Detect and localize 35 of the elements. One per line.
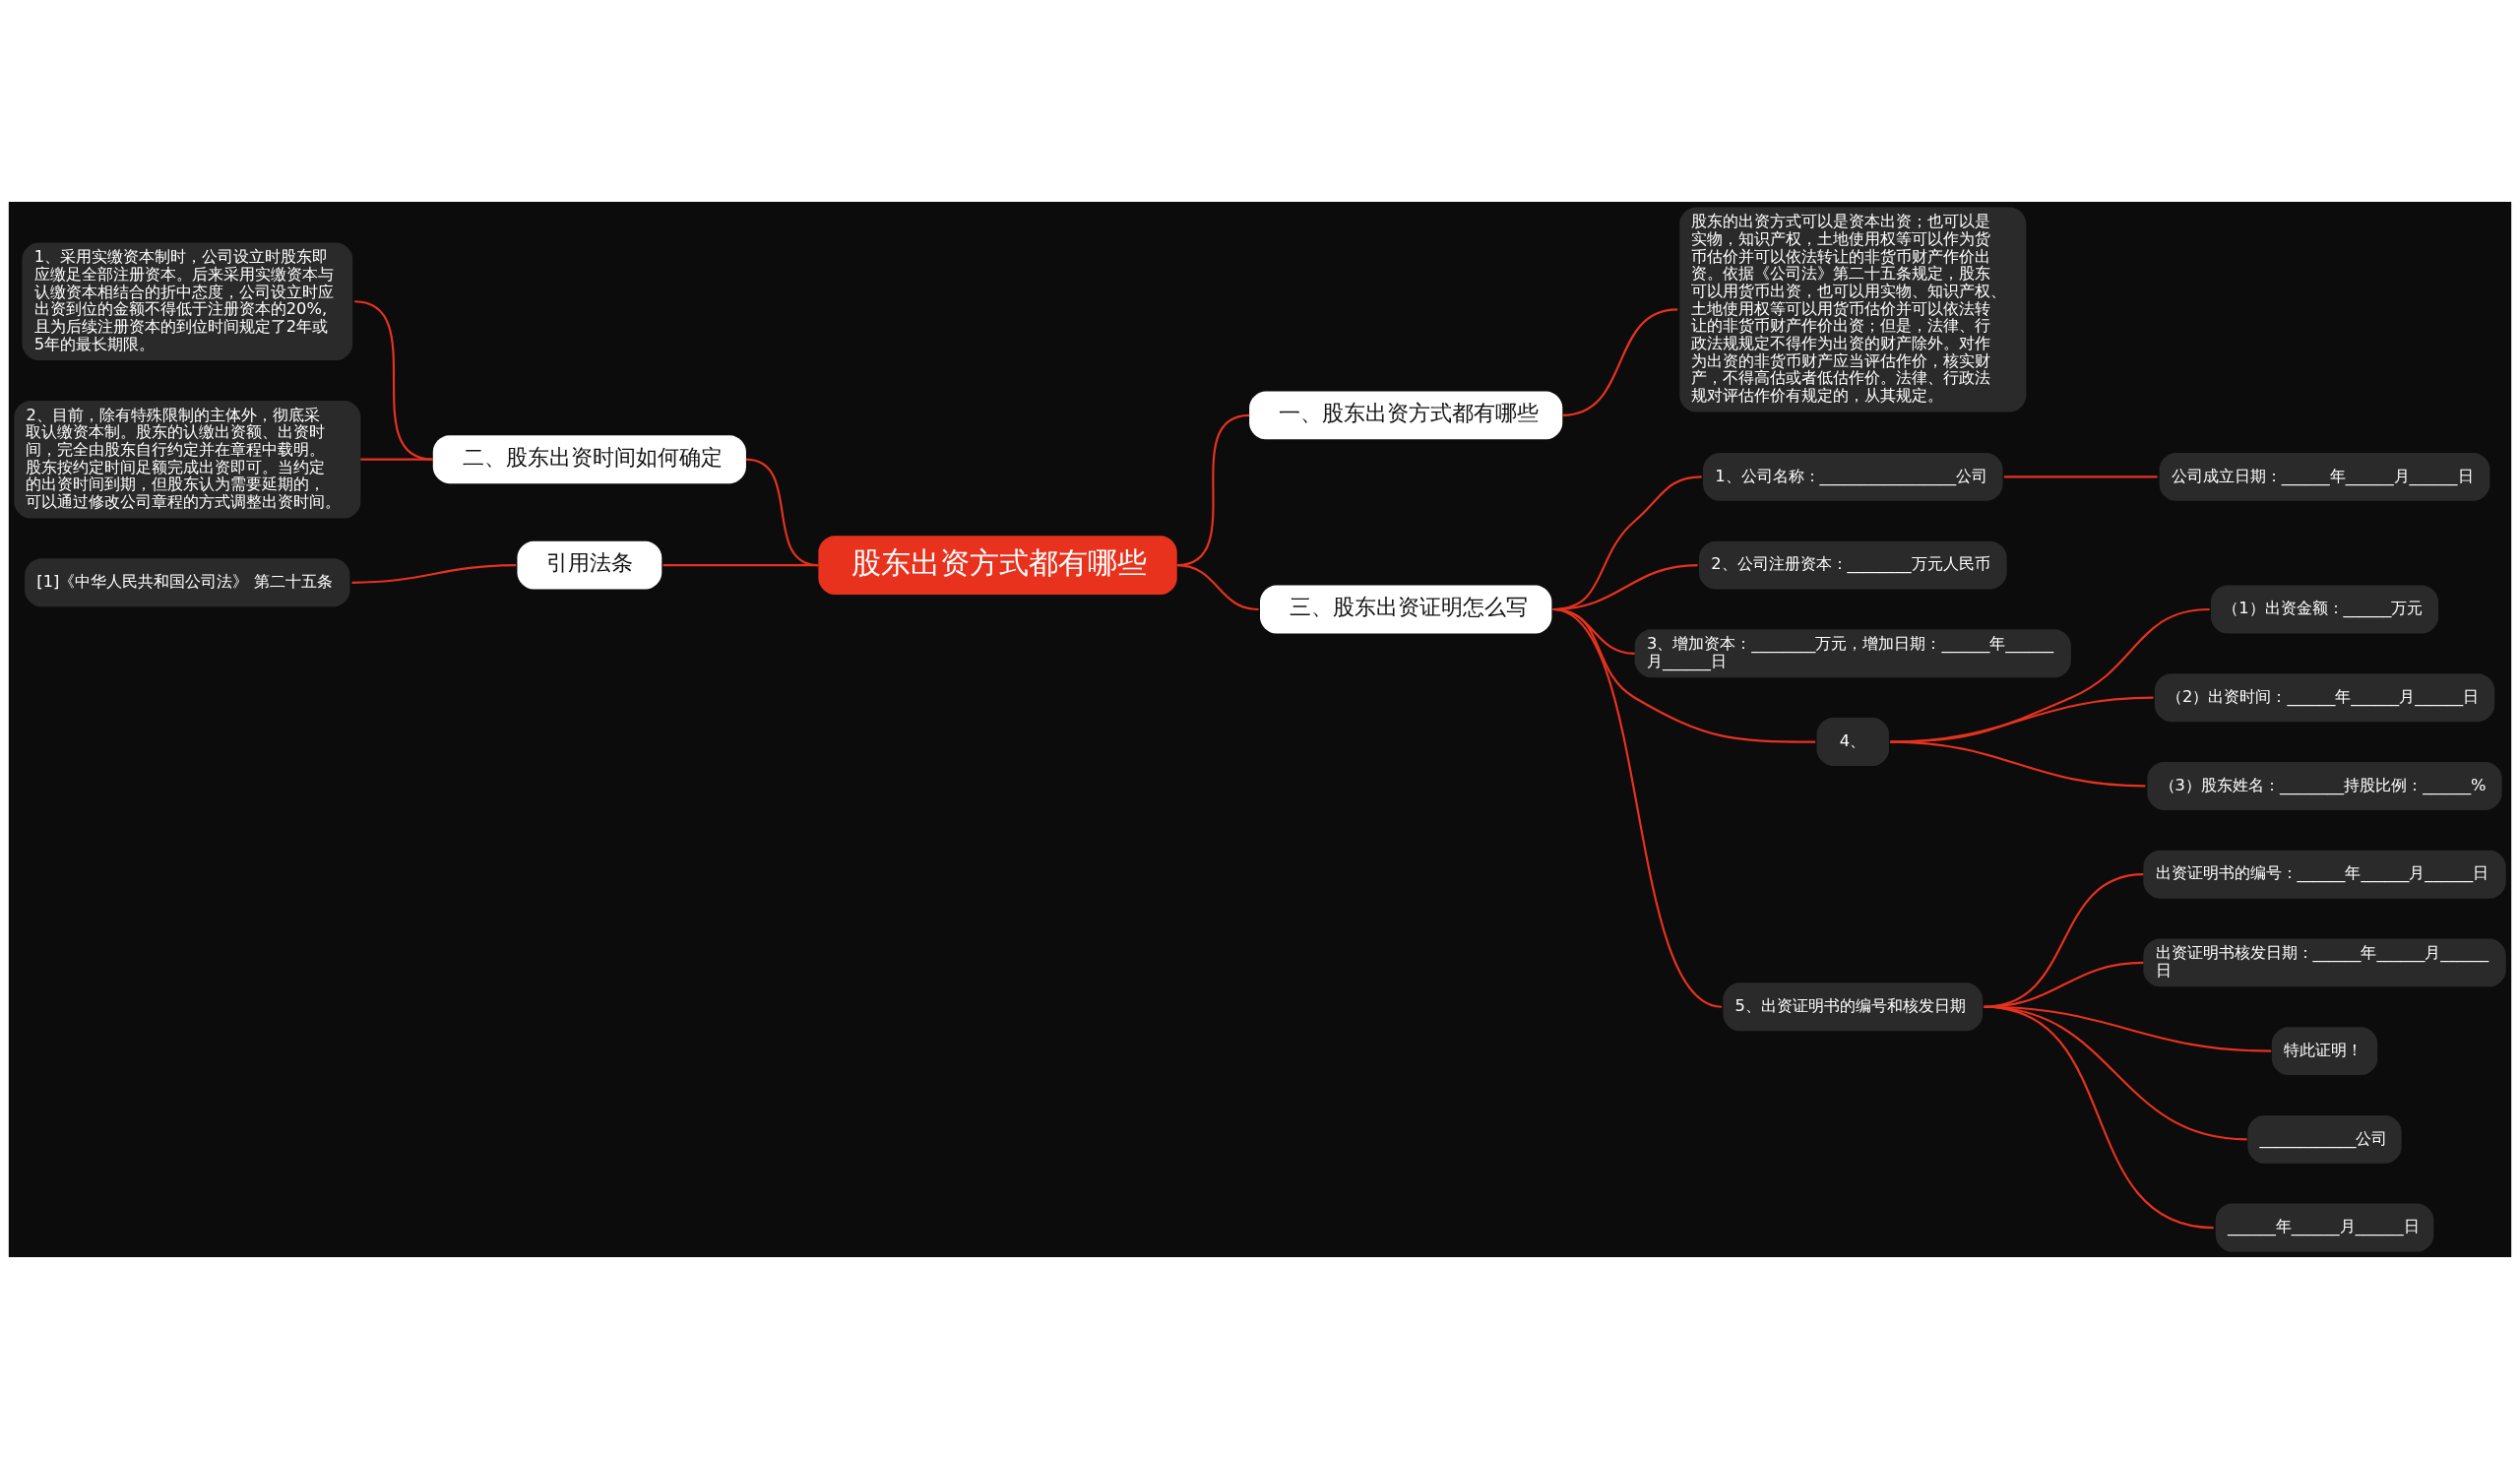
node-box: （3）股东姓名：________持股比例：______% xyxy=(2147,761,2502,810)
connector xyxy=(354,299,433,461)
node-box: 5、出资证明书的编号和核发日期 xyxy=(1723,982,1984,1031)
node-box: 出资证明书的编号：______年______月______日 xyxy=(2143,850,2506,899)
node-box: 二、股东出资时间如何确定 xyxy=(432,434,746,483)
node-box: 三、股东出资证明怎么写 xyxy=(1260,585,1552,633)
node-box: ____________公司 xyxy=(2247,1114,2402,1164)
node-box: 引用法条 xyxy=(517,540,662,590)
node-box: 出资证明书核发日期：______年______月______日 xyxy=(2143,937,2506,986)
connector xyxy=(662,563,819,566)
connector xyxy=(1562,307,1678,416)
connector xyxy=(1552,607,1723,1008)
connector xyxy=(1890,607,2210,743)
node-box: 2、目前，除有特殊限制的主体外，彻底采取认缴资本制。股东的认缴出资额、出资时间，完全由股东自行约定并在章程中载明。股东按约定时间足额完成出资即可。当约定的出资时间到期，但股东认为需要延期的，可以通过修改公司章程的方式调整出资时间。 xyxy=(14,400,361,519)
node-box: 4、 xyxy=(1816,717,1889,766)
connector xyxy=(360,458,433,461)
node-box: （2）出资时间：______年______月______日 xyxy=(2154,672,2495,722)
connector xyxy=(351,563,517,584)
connector xyxy=(1984,1005,2214,1229)
connector xyxy=(1890,696,2154,743)
node-box: 一、股东出资方式都有哪些 xyxy=(1249,390,1563,439)
node-box: 公司成立日期：______年______月______日 xyxy=(2159,452,2490,501)
node-box: 股东出资方式都有哪些 xyxy=(818,535,1177,595)
node-box: （1）出资金额：______万元 xyxy=(2210,585,2439,633)
connector xyxy=(2003,475,2158,477)
connector xyxy=(1176,563,1259,610)
node-box: 3、增加资本：________万元，增加日期：______年______月______日 xyxy=(1634,628,2071,677)
node-box: 1、公司名称：_________________公司 xyxy=(1703,452,2003,501)
node-box: 2、公司注册资本：________万元人民币 xyxy=(1698,540,2007,590)
node-box: 股东的出资方式可以是资本出资；也可以是实物，知识产权，土地使用权等可以作为货币估价并可以依法转让的非货币财产作价出资。依据《公司法》第二十五条规定，股东可以用货币出资，也可以用实物、知识产权、土地使用权等可以用货币估价并可以依法转让的非货币财产作价出资；但是，法律、行政法规规定不得作为出资的财产除外。对作为出资的非货币财产应当评估作价，核实财产，不得高估或者低估作价。法律、行政法规对评估作价有规定的，从其规定。 xyxy=(1679,206,2027,412)
node-box: ______年______月______日 xyxy=(2215,1203,2434,1252)
node-box: [1]《中华人民共和国公司法》 第二十五条 xyxy=(25,557,350,606)
node-box: 1、采用实缴资本制时，公司设立时股东即应缴足全部注册资本。后来采用实缴资本与认缴资本相结合的折中态度，公司设立时应出资到位的金额不得低于注册资本的20%,且为后续注册资本的到位时间规定了2年或5年的最长期限。 xyxy=(22,241,353,360)
connector xyxy=(1890,740,2146,788)
node-box: 特此证明！ xyxy=(2271,1026,2378,1075)
